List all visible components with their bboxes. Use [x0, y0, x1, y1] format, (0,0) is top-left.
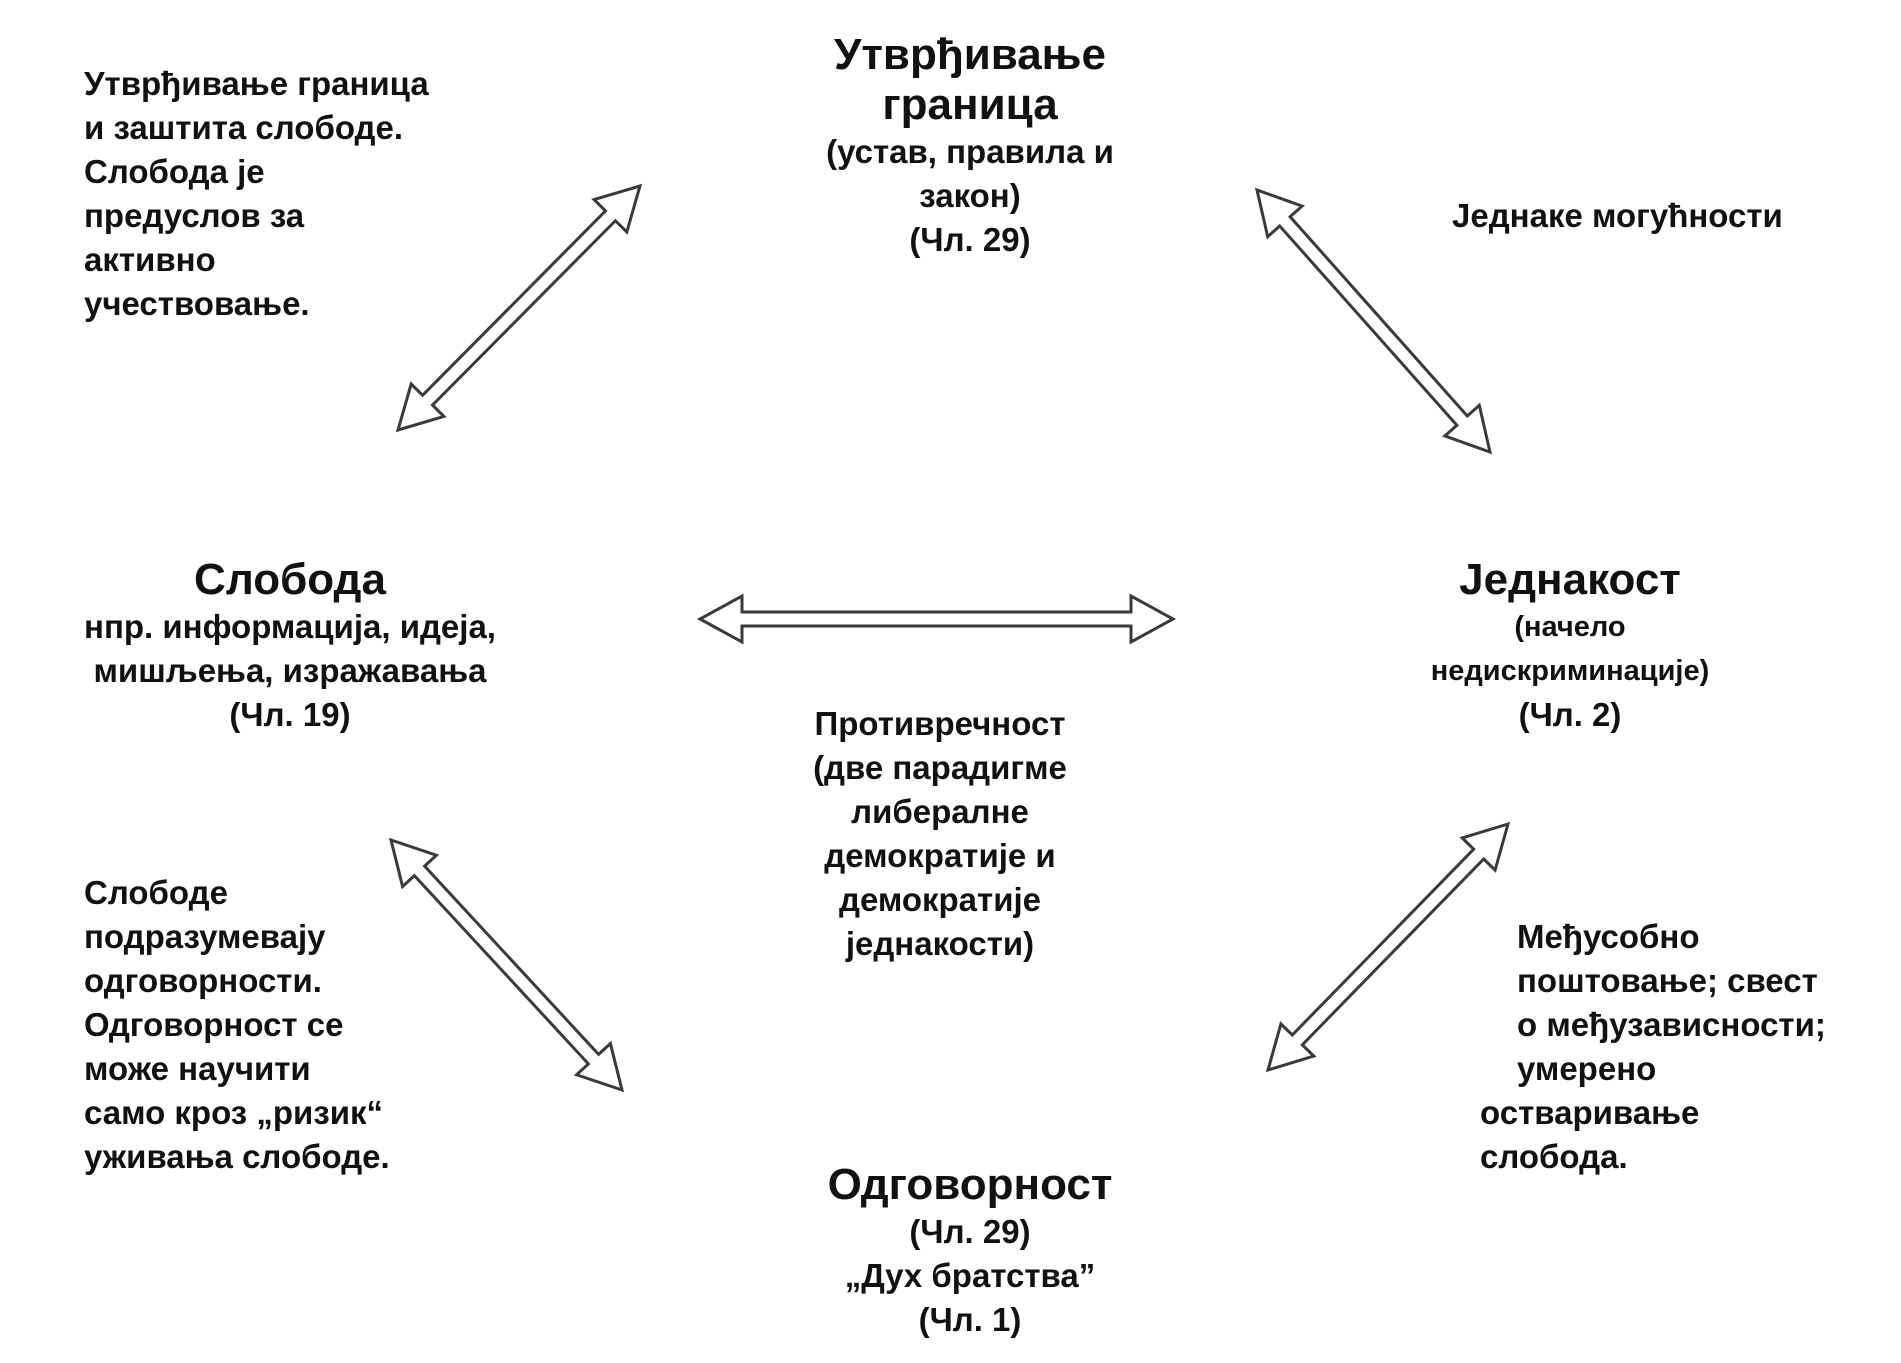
note-bottom-right-line-6: слобода. [1480, 1138, 1628, 1175]
note-bottom-left-line-1: Слободе [84, 874, 228, 911]
note-bottom-left-line-5: може научити [84, 1050, 311, 1087]
top-left-double-arrow-shape [395, 183, 643, 433]
node-contradiction-line-2: (две парадигме [813, 749, 1067, 786]
node-responsibility-line-1: (Чл. 29) [909, 1213, 1031, 1250]
note-bottom-left: Слободе подразумевају одговорности. Одго… [84, 871, 504, 1179]
note-bottom-left-line-2: подразумевају [84, 918, 326, 955]
note-top-left-line-2: и заштита слободе. [84, 109, 404, 146]
note-top-right: Једнаке могућности [1452, 194, 1872, 238]
node-freedom-title: Слобода [194, 555, 386, 604]
node-equality-title: Једнакост [1459, 555, 1681, 604]
node-contradiction-line-1: Противречност [814, 705, 1066, 742]
bottom-right-double-arrow [1265, 821, 1511, 1073]
node-boundaries-line-3: (Чл. 29) [909, 221, 1031, 258]
node-contradiction: Противречност (две парадигме либералне д… [770, 702, 1110, 966]
bottom-left-double-arrow-shape [388, 837, 625, 1093]
note-top-left-line-4: предуслов за [84, 197, 305, 234]
note-top-left-line-5: активно [84, 241, 216, 278]
node-freedom-line-2: мишљења, изражавања [93, 652, 487, 689]
node-boundaries-line-1: (устав, правила и [826, 133, 1114, 170]
bottom-left-double-arrow [388, 837, 625, 1093]
note-bottom-right-line-3: о међузависности; [1517, 1006, 1826, 1043]
node-boundaries-line-2: закон) [919, 177, 1021, 214]
node-contradiction-line-4: демократије и [824, 837, 1056, 874]
note-bottom-right-line-1: Међусобно [1517, 918, 1700, 955]
note-bottom-left-line-7: уживања слободе. [84, 1138, 390, 1175]
node-boundaries: Утврђивање граница (устав, правила и зак… [800, 30, 1140, 262]
node-equality-line-3: (Чл. 2) [1518, 696, 1622, 733]
node-boundaries-title-line-2: граница [882, 80, 1058, 129]
top-right-double-arrow-shape [1254, 187, 1493, 455]
note-top-left-line-1: Утврђивање граница [84, 65, 429, 102]
top-right-double-arrow [1254, 187, 1493, 455]
note-bottom-left-line-3: одговорности. [84, 962, 322, 999]
center-horizontal-double-arrow-shape [696, 593, 1177, 645]
node-responsibility: Одговорност (Чл. 29) „Дух братства” (Чл.… [800, 1160, 1140, 1342]
note-bottom-right: Међусобно поштовање; свест о међузависно… [1480, 915, 1880, 1179]
node-freedom-line-3: (Чл. 19) [229, 696, 351, 733]
note-bottom-left-line-4: Одговорност се [84, 1006, 344, 1043]
node-boundaries-title-line-1: Утврђивање [833, 30, 1107, 79]
node-freedom-line-1: нпр. информација, идеја, [84, 608, 496, 645]
node-equality-line-2: недискриминације) [1430, 655, 1710, 687]
top-left-double-arrow [395, 183, 643, 433]
node-responsibility-title: Одговорност [827, 1160, 1113, 1209]
note-bottom-left-line-6: само кроз „ризик“ [84, 1094, 384, 1131]
note-bottom-right-line-2: поштовање; свест [1517, 962, 1818, 999]
node-responsibility-line-2: „Дух братства” [844, 1257, 1096, 1294]
note-bottom-right-line-5: остваривање [1480, 1094, 1700, 1131]
bottom-right-double-arrow-shape [1265, 821, 1511, 1073]
note-top-left: Утврђивање граница и заштита слободе. Сл… [84, 62, 504, 326]
node-contradiction-line-5: демократије [839, 881, 1041, 918]
node-contradiction-line-6: једнакости) [845, 925, 1035, 962]
note-top-left-line-6: учествовање. [84, 285, 310, 322]
node-responsibility-line-3: (Чл. 1) [918, 1301, 1022, 1338]
node-equality-line-1: (начело [1514, 611, 1626, 643]
center-horizontal-double-arrow [696, 593, 1177, 645]
note-top-right-line-1: Једнаке могућности [1452, 197, 1783, 234]
node-contradiction-line-3: либералне [851, 793, 1029, 830]
note-top-left-line-3: Слобода је [84, 153, 265, 190]
node-freedom: Слобода нпр. информација, идеја, мишљења… [50, 555, 530, 737]
node-equality: Једнакост (начело недискриминације) (Чл.… [1400, 555, 1740, 737]
note-bottom-right-line-4: умерено [1517, 1050, 1657, 1087]
